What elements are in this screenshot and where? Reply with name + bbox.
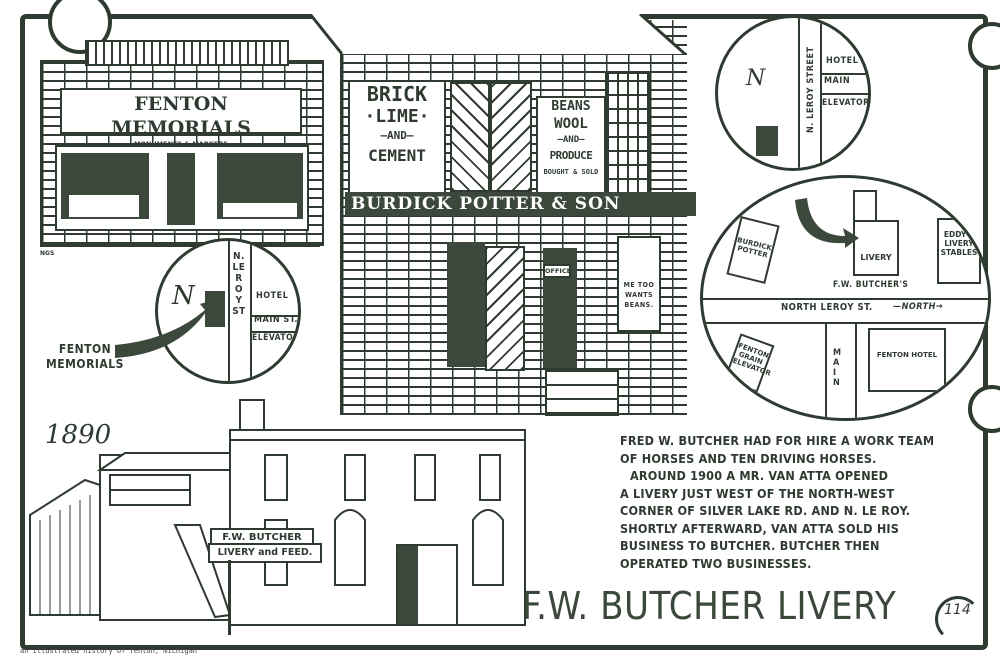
sign-line: BEANS [551, 99, 591, 114]
story-line: BUSINESS TO BUTCHER. BUTCHER THEN [620, 538, 880, 553]
eddys-stables: EDDY'S LIVERY STABLES [937, 218, 981, 284]
livery-building-drawing [29, 399, 526, 626]
top-location-map: N. LEROY STREET HOTEL MAIN ELEVATOR N [715, 15, 871, 171]
loft-door-right [490, 82, 532, 192]
map-label-hotel: HOTEL [826, 56, 859, 66]
story-paragraph: FRED W. BUTCHER HAD FOR HIRE A WORK TEAM… [620, 432, 950, 572]
story-line: A LIVERY JUST WEST OF THE NORTH-WEST [620, 485, 895, 501]
north-label: —NORTH→ [893, 302, 944, 312]
memorials-sign-title: FENTON MEMORIALS [111, 93, 251, 139]
memorials-sign-subtitle: MONUMENTS & MARKERS [133, 140, 229, 148]
window-sign-line: ME TOO [623, 281, 655, 289]
sign-line: BOUGHT & SOLD [543, 168, 599, 176]
sign-line: WOOL [554, 116, 588, 132]
page-number: 114 [944, 602, 971, 618]
memorials-callout: FENTON MEMORIALS [46, 342, 124, 371]
artist-initials: NGS [40, 250, 55, 257]
office-sign: OFFICE [543, 264, 571, 278]
butcher-label: F.W. BUTCHER'S [833, 280, 909, 290]
sign-line: ·LIME· [364, 106, 430, 127]
sidewalk-line [40, 244, 320, 247]
livery-location-map: NORTH LEROY ST. —NORTH→ MAIN BURDICK POT… [700, 175, 991, 421]
main-street [820, 73, 868, 95]
story-line: FRED W. BUTCHER HAD FOR HIRE A WORK TEAM [620, 433, 935, 448]
main-label: MAIN [833, 348, 842, 388]
story-line: SHORTLY AFTERWARD, VAN ATTA SOLD HIS [620, 520, 900, 536]
north-leroy-street [703, 298, 988, 324]
warehouse-door-open [447, 242, 485, 367]
window-sign-line: BEANS. [624, 301, 654, 309]
butcher-sign-bottom: LIVERY and FEED. [208, 543, 322, 563]
story-line: AROUND 1900 A MR. VAN ATTA OPENED [630, 468, 889, 483]
memorials-parapet [85, 40, 289, 66]
year-label: 1890 [45, 420, 112, 450]
story-line: OPERATED TWO BUSINESSES. [620, 555, 812, 571]
border-side-notch [968, 22, 1000, 70]
page-title: F.W. BUTCHER LIVERY [522, 584, 897, 628]
burdick-banner: BURDICK POTTER & SON [345, 192, 696, 216]
shop-door [167, 153, 195, 225]
map-label-main: MAIN [824, 76, 851, 86]
curved-arrow-icon [115, 300, 214, 358]
storefront [55, 145, 309, 231]
warehouse-door [485, 246, 525, 371]
burdick-marker [756, 126, 778, 156]
office-window: ME TOO WANTS BEANS. [617, 236, 661, 332]
shop-window-left [61, 153, 149, 219]
street-label: NORTH LEROY ST. [781, 302, 873, 313]
border-side-notch [968, 385, 1000, 433]
brick-lime-cement-sign: BRICK ·LIME· —AND— CEMENT [348, 80, 446, 194]
window-sign-line: WANTS [624, 291, 654, 299]
curved-arrow-icon [795, 198, 859, 248]
beans-wool-sign: BEANS WOOL —AND— PRODUCE BOUGHT & SOLD [536, 96, 606, 204]
fenton-hotel-lot: FENTON HOTEL [868, 328, 946, 392]
memorials-location-map: N. LEROY ST HOTEL MAIN ST. ELEVATOR N [155, 238, 301, 384]
front-steps [545, 368, 619, 416]
map-label-main: MAIN ST. [254, 315, 298, 325]
sign-line: —AND— [380, 129, 414, 142]
leroy-street [228, 241, 252, 381]
monument-display [69, 195, 139, 217]
map-label-hotel: HOTEL [256, 291, 289, 301]
loft-door-left [450, 82, 490, 192]
sign-line: CEMENT [368, 146, 426, 165]
memorials-sign: FENTON MEMORIALS MONUMENTS & MARKERS [60, 88, 302, 148]
footer-credit: an illustrated history of fenton, michig… [20, 647, 198, 655]
street-label: N. LEROY ST [232, 251, 246, 317]
sign-line: BRICK [366, 82, 428, 106]
sign-line: PRODUCE [549, 149, 593, 162]
main-street [250, 315, 298, 333]
sign-line: —AND— [557, 135, 585, 145]
story-line: CORNER OF SILVER LAKE RD. AND N. LE ROY. [620, 503, 911, 518]
memorials-marker [205, 291, 225, 327]
burdick-lot: BURDICK POTTER [726, 216, 780, 284]
north-arrow-icon: N [172, 281, 195, 311]
roofline [310, 14, 686, 54]
north-arrow-icon: N [746, 66, 766, 91]
livery-annex [853, 190, 877, 224]
window-sign: ME TOO WANTS BEANS. [621, 280, 657, 310]
main-street [825, 322, 857, 418]
story-line: OF HORSES AND TEN DRIVING HORSES. [620, 450, 877, 466]
upper-window [605, 72, 651, 196]
shop-window-right [217, 153, 303, 219]
livery-lot: LIVERY [853, 220, 899, 276]
sign-post [228, 560, 231, 635]
page-number-badge [935, 596, 981, 642]
map-label-elevator: ELEVATOR [252, 333, 300, 343]
map-label-elevator: ELEVATOR [822, 98, 870, 108]
monument-display [223, 203, 297, 217]
street-label: N. LEROY STREET [806, 46, 816, 133]
